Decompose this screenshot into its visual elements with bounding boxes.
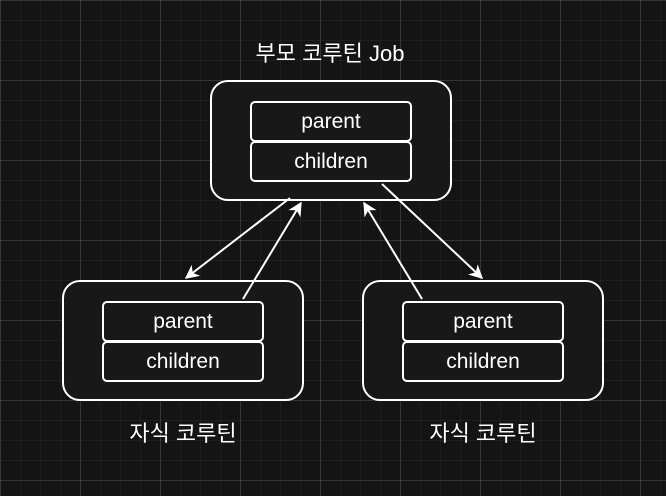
child-left-children-field: children — [102, 341, 264, 382]
parent-job-children-field: children — [250, 141, 412, 182]
parent-job-caption: 부모 코루틴 Job — [255, 41, 405, 66]
child-left-caption: 자식 코루틴 — [129, 421, 237, 446]
arrow-right-child-to-parent — [363, 201, 423, 300]
arrow-left-child-to-parent — [242, 201, 302, 300]
arrow-parent-to-right-child — [381, 183, 484, 279]
child-right-caption: 자식 코루틴 — [429, 421, 537, 446]
child-left-node: parent children — [62, 280, 304, 401]
arrow-parent-to-left-child — [184, 197, 291, 279]
child-right-node: parent children — [362, 280, 604, 401]
child-left-parent-field: parent — [102, 301, 264, 342]
child-right-children-field: children — [402, 341, 564, 382]
parent-job-node: parent children — [210, 80, 452, 201]
